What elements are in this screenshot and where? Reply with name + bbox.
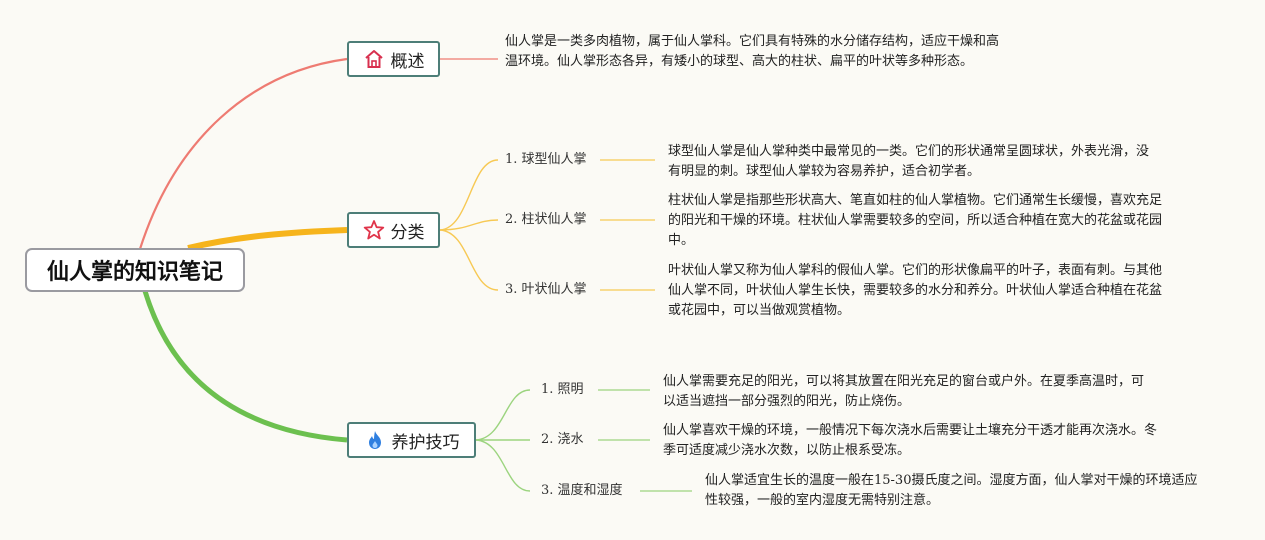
star-icon [363, 219, 385, 241]
classify-item-columnar[interactable]: 2. 柱状仙人掌 [505, 212, 587, 227]
topic-care-label: 养护技巧 [391, 432, 460, 453]
care-watering-description: 仙人掌喜欢干燥的环境，一般情况下每次浇水后需要让土壤充分干透才能再次浇水。冬季可… [663, 423, 1158, 458]
topic-classify[interactable]: 分类 [347, 212, 440, 248]
classify-item-spherical[interactable]: 1. 球型仙人掌 [505, 152, 587, 167]
fire-icon [364, 429, 386, 451]
classify-spherical-description: 球型仙人掌是仙人掌种类中最常见的一类。它们的形状通常呈圆球状，外表光滑，没有明显… [668, 144, 1150, 179]
classify-item-leafy[interactable]: 3. 叶状仙人掌 [505, 282, 587, 297]
link-care-3 [475, 439, 531, 492]
care-temperature-humidity-description: 仙人掌适宜生长的温度一般在15-30摄氏度之间。湿度方面，仙人掌对干燥的环境适应… [705, 473, 1198, 508]
link-care [142, 290, 348, 443]
link-classify-3 [439, 229, 499, 291]
overview-description: 仙人掌是一类多肉植物，属于仙人掌科。它们具有特殊的水分储存结构，适应干燥和高温环… [505, 34, 1000, 69]
care-lighting-description: 仙人掌需要充足的阳光，可以将其放置在阳光充足的窗台或户外。在夏季高温时，可以适当… [663, 374, 1145, 409]
root-topic[interactable]: 仙人掌的知识笔记 [25, 248, 245, 292]
topic-overview[interactable]: 概述 [347, 41, 440, 77]
link-classify [187, 227, 348, 251]
link-overview [138, 57, 348, 250]
care-item-watering[interactable]: 2. 浇水 [541, 432, 584, 447]
classify-columnar-description: 柱状仙人掌是指那些形状高大、笔直如柱的仙人掌植物。它们通常生长缓慢，喜欢充足的阳… [668, 193, 1163, 248]
link-classify-2 [439, 219, 499, 231]
care-item-temperature-humidity[interactable]: 3. 温度和湿度 [541, 483, 623, 498]
topic-overview-label: 概述 [390, 51, 425, 72]
topic-care[interactable]: 养护技巧 [347, 422, 476, 458]
root-title: 仙人掌的知识笔记 [46, 260, 223, 285]
topic-classify-label: 分类 [390, 222, 425, 243]
classify-leafy-description: 叶状仙人掌又称为仙人掌科的假仙人掌。它们的形状像扁平的叶子，表面有刺。与其他仙人… [668, 263, 1163, 318]
home-icon [363, 48, 385, 70]
link-care-1 [475, 389, 531, 441]
care-item-lighting[interactable]: 1. 照明 [541, 382, 584, 397]
link-classify-1 [439, 159, 499, 231]
